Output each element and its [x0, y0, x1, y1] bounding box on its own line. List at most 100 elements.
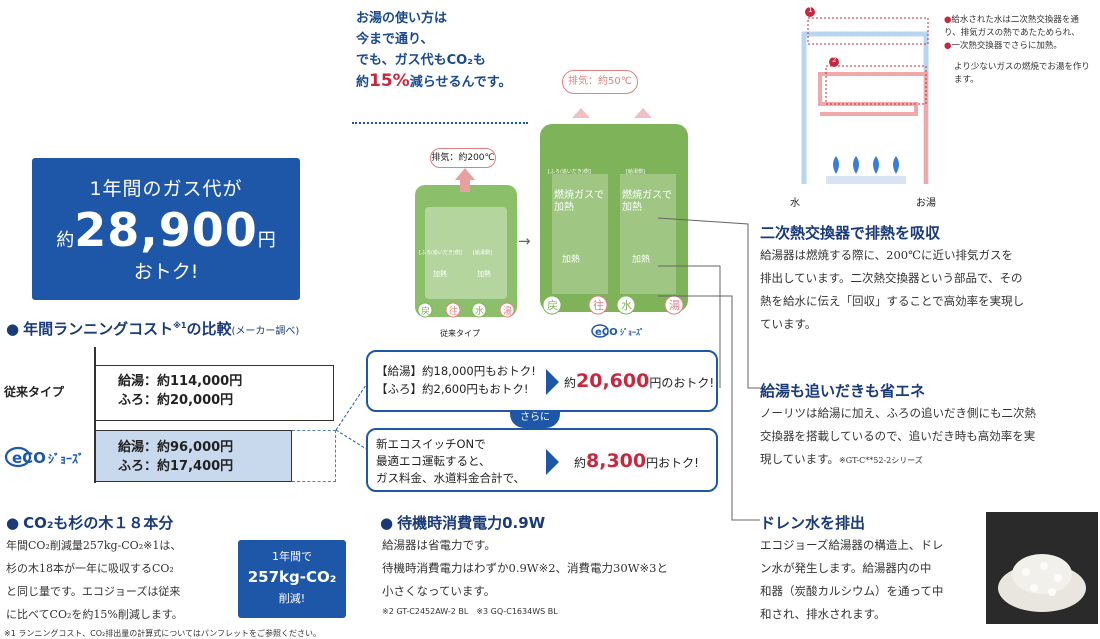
- svg-text:ｼﾞｮｰｽﾞ: ｼﾞｮｰｽﾞ: [620, 327, 644, 337]
- svg-text:戻: 戻: [547, 299, 558, 312]
- old-unit-illustration: [ふろ(追いだき)側] [給湯側] 加熱 加熱: [415, 185, 517, 317]
- num-2-icon: ●: [944, 41, 952, 51]
- exhaust-line: 排出しています。二次熱交換器という部品で、その: [760, 271, 1023, 285]
- arrow-right-icon: [546, 449, 559, 475]
- co2-line: 年間CO₂削減量257kg-CO₂※1は、: [6, 539, 182, 552]
- new-right-tag: [給湯側]: [626, 169, 645, 175]
- sarani-badge: さらに: [510, 410, 560, 428]
- drain-line: ン水が発生します。給湯器内の中: [760, 561, 932, 575]
- old-heat-left: 加熱: [433, 270, 447, 278]
- new-heat-left: 加熱: [562, 255, 581, 265]
- note2-text: 一次熱交換器でさらに加熱。: [951, 41, 1062, 51]
- intro-line4: 約15%減らせるんです。: [356, 71, 512, 93]
- ecojoz-unit-illustration: [ふろ(追いだき)側] [給湯側] 燃焼ガスで加熱 燃焼ガスで加熱 加熱 加熱: [540, 124, 688, 312]
- co2-badge-amount: 257kg-CO₂: [247, 568, 337, 586]
- savings-hero-box: 1年間のガス代が 約28,900円 おトク!: [32, 158, 300, 300]
- co2-line: と同じ量です。エコジョーズは従来: [6, 585, 181, 598]
- co2-badge-line3: 削減!: [278, 592, 306, 605]
- intro-line3: でも、ガス代もCO₂も: [356, 53, 486, 68]
- ecojoz-right-panel: [620, 174, 676, 294]
- bar-conventional-values: 給湯：約114,000円 ふろ：約20,000円: [118, 372, 242, 410]
- intro-l4b: 15%: [369, 71, 410, 91]
- hero-amount: 約28,900円: [32, 203, 300, 257]
- callout-bath-savings: 【給湯】約18,000円もおトク! 【ふろ】約2,600円もおトク! 約20,6…: [366, 350, 718, 412]
- co2-line: に比べてCO₂を約15%削減します。: [6, 608, 183, 621]
- diagram-connectors: [657, 217, 760, 521]
- drain-line: エコジョーズ給湯器の構造上、ドレ: [760, 538, 944, 552]
- svg-text:往: 往: [593, 298, 604, 312]
- old-heat-right: 加熱: [477, 270, 491, 278]
- calcium-carbonate-photo: [986, 512, 1098, 624]
- row-label-conventional: 従来タイプ: [4, 385, 65, 399]
- conventional-kyuto: 給湯：約114,000円: [118, 374, 243, 389]
- ecojoz-pipes: 戻 往 水 湯: [542, 295, 684, 315]
- old-exhaust-arrow-icon: [455, 168, 475, 180]
- co2-badge-line1: 1年間で: [272, 550, 312, 563]
- callout1-post: 円のおトク!: [649, 376, 715, 390]
- callout2-line1: 新エコスイッチONで: [376, 437, 486, 451]
- callout2-line3: ガス料金、水道料金合計で、: [376, 471, 526, 485]
- exhaust-line: 給湯器は燃焼する際に、200℃に近い排気ガスを: [760, 248, 1013, 262]
- chart-axis: [94, 347, 96, 483]
- bullet-icon: ●: [6, 320, 20, 338]
- arrow-right-icon: [546, 369, 559, 395]
- ecojoz-left-panel: [552, 174, 608, 294]
- svg-text:湯: 湯: [503, 306, 512, 317]
- callout1-line1: 【給湯】約18,000円もおトク!: [376, 364, 536, 378]
- marker-1: 1: [808, 6, 813, 14]
- ecojoz-logo: eCO ｼﾞｮｰｽﾞ: [4, 440, 88, 470]
- new-exhaust-arrow-icon: [572, 108, 590, 118]
- sec-co2-body: 年間CO₂削減量257kg-CO₂※1は、 杉の木18本が一年に吸収するCO₂ …: [6, 534, 236, 626]
- intro-l4c: 減らせるんです。: [409, 75, 512, 90]
- note1-text: 給水された水は二次熱交換器を通り、排気ガスの熱であたためられ、: [944, 15, 1080, 38]
- svg-text:eCO: eCO: [12, 449, 46, 467]
- old-exhaust-arrow-stem: [460, 180, 470, 192]
- comparison-source: (メーカー調べ): [231, 326, 300, 337]
- callout2-amount: 8,300: [586, 450, 647, 472]
- gas-heat-right: 燃焼ガスで加熱: [622, 190, 672, 213]
- old-right-tag: [給湯側]: [473, 250, 492, 256]
- intro-line1: お湯の使い方は: [356, 11, 448, 26]
- old-exhaust-label: 排気：約200℃: [430, 148, 496, 168]
- callout2-total: 約8,300円おトク!: [574, 450, 699, 472]
- intro-bottom-rule: [352, 122, 528, 124]
- drain-line: 和され、排水されます。: [760, 607, 886, 621]
- callout2-line2: 最適エコ運転すると、: [376, 454, 491, 468]
- callout2-post: 円おトク!: [646, 456, 699, 470]
- co2-badge: 1年間で 257kg-CO₂ 削減!: [238, 540, 346, 618]
- old-caption: 従来タイプ: [440, 329, 480, 338]
- callout1-pre: 約: [564, 376, 577, 390]
- callout2-text: 新エコスイッチONで 最適エコ運転すると、 ガス料金、水道料金合計で、: [376, 436, 525, 487]
- gas-heat-left: 燃焼ガスで加熱: [554, 190, 604, 213]
- comparison-title: 年間ランニングコスト: [23, 320, 174, 338]
- old-left-tag: [ふろ(追いだき)側]: [419, 250, 462, 256]
- old-unit-pipes: 戻 往 水 湯: [417, 302, 515, 318]
- svg-text:eCO: eCO: [595, 327, 618, 338]
- hero-big-number: 28,900: [74, 203, 258, 257]
- conventional-furo: ふろ：約20,000円: [118, 393, 234, 408]
- comparison-note-ref: ※1: [173, 321, 187, 330]
- standby-line: 小さくなっています。: [382, 584, 496, 598]
- ecojoz-kyuto: 給湯：約96,000円: [118, 440, 234, 455]
- exhaust-line: ています。: [760, 317, 817, 331]
- exchanger-note2: ●一次熱交換器でさらに加熱。: [944, 40, 1090, 53]
- bar-ecojoz: [96, 430, 292, 482]
- oidaki-line: 現しています。※GT-C**52-2シリーズ: [760, 448, 1100, 472]
- co2-line: 杉の木18本が一年に吸収するCO₂: [6, 562, 174, 575]
- hot-water-label: お湯: [916, 198, 936, 209]
- exhaust-line: 熱を給水に伝え「回収」することで高効率を実現し: [760, 294, 1025, 308]
- svg-text:往: 往: [449, 305, 458, 317]
- sec-oidaki-body: ノーリツは給湯に加え、ふろの追いだき側にも二次熱 交換器を搭載しているので、追い…: [760, 402, 1100, 472]
- oidaki-line: ノーリツは給湯に加え、ふろの追いだき側にも二次熱: [760, 406, 1036, 420]
- sec-co2-heading: ●CO₂も杉の木１８本分: [6, 512, 173, 533]
- sec-exhaust-body: 給湯器は燃焼する際に、200℃に近い排気ガスを 排出しています。二次熱交換器とい…: [760, 244, 1100, 336]
- exchanger-note3: より少ないガスの燃焼でお湯を作ります。: [954, 62, 1090, 85]
- new-exhaust-arrow-icon: [634, 108, 652, 118]
- ecojoz-furo: ふろ：約17,400円: [118, 459, 234, 474]
- intro-text: お湯の使い方は 今まで通り、 でも、ガス代もCO₂も 約15%減らせるんです。: [356, 8, 512, 93]
- bullet-icon: ●: [6, 514, 20, 532]
- hero-unit: 円: [257, 230, 276, 251]
- callout-connector: [335, 381, 369, 451]
- heat-exchanger-diagram: 1 2 水 お湯: [786, 4, 946, 209]
- sec-standby-heading: ●待機時消費電力0.9W: [380, 512, 545, 533]
